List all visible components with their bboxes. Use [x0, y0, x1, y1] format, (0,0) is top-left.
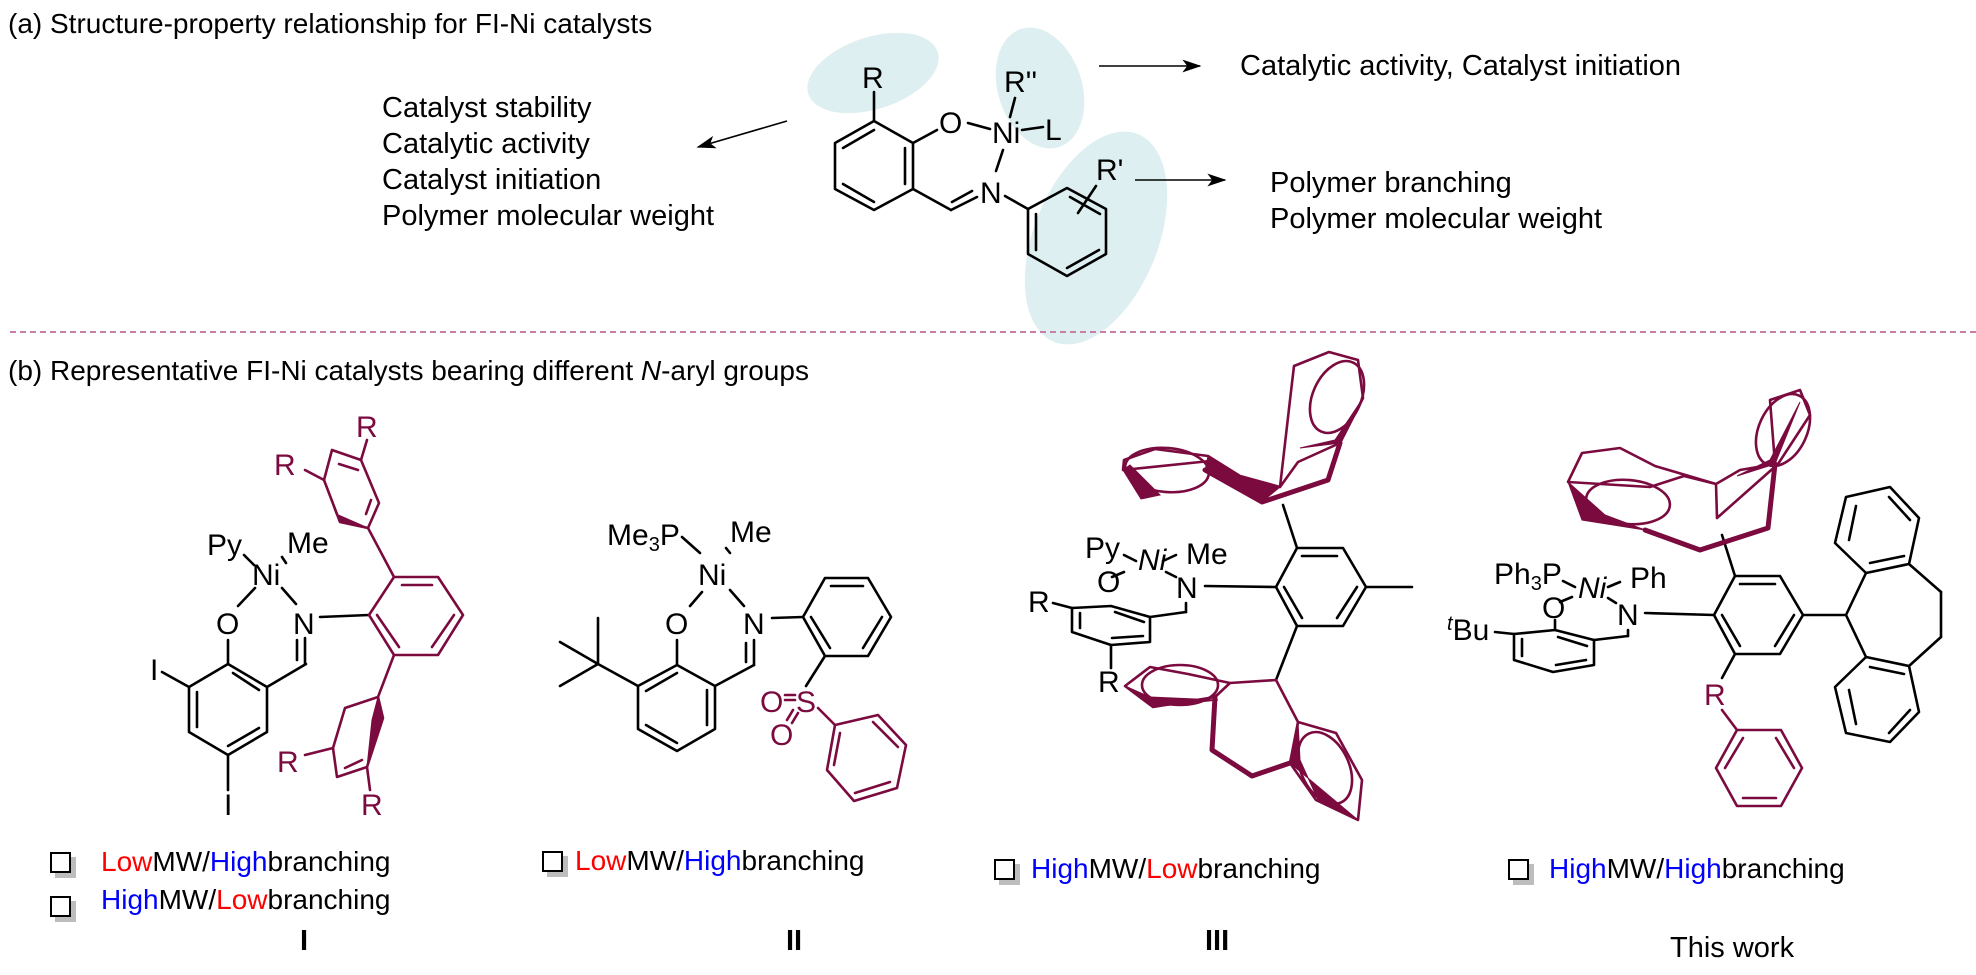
checkbox[interactable]: [994, 858, 1015, 880]
compound-I-property-2: High MW/Low branching: [50, 882, 390, 917]
generic-fi-ni-structure: R O Ni L R'' N R': [833, 62, 1123, 278]
property-branching-label: branching: [1721, 853, 1845, 884]
property-level-branching: High: [209, 846, 268, 877]
property-level-mw: High: [1031, 853, 1089, 884]
section-a-title: (a) Structure-property relationship for …: [8, 8, 653, 39]
atom-n: N: [1617, 599, 1639, 632]
compound-this-work-property-1: High MW/High branching: [1508, 853, 1845, 885]
compound-I-property-1: Low MW/High branching: [50, 846, 390, 878]
property-branching-label: branching: [1197, 853, 1321, 884]
section-b-title-italic: N: [640, 355, 662, 386]
section-b-title-prefix: (b) Representative FI-Ni catalysts beari…: [8, 355, 641, 386]
atom-ni: Ni: [1578, 572, 1608, 605]
atom-me: Me: [730, 516, 772, 549]
section-b-title-suffix: -aryl groups: [661, 355, 809, 386]
atom-n: N: [743, 608, 765, 641]
atom-o: O: [1097, 566, 1120, 599]
atom-s: S: [796, 686, 816, 719]
atom-ni: Ni: [992, 117, 1020, 150]
property-level-branching: Low: [216, 883, 268, 915]
property-branching-label: branching: [741, 845, 865, 876]
atom-n: N: [293, 608, 315, 641]
atom-me: Me: [1186, 538, 1228, 571]
atom-r: R: [1098, 666, 1120, 699]
highlight-ellipses: [807, 27, 1168, 345]
property-mw-label: MW/: [152, 846, 210, 877]
atom-ph3p: Ph3P: [1494, 558, 1562, 595]
left-effect-2: Catalytic activity: [382, 128, 590, 160]
atom-sulfonyl-o1: O: [760, 686, 783, 719]
atom-r-prime: R': [1096, 154, 1123, 187]
atom-r: R: [361, 789, 383, 822]
property-mw-label: MW/: [1088, 853, 1147, 884]
property-level-mw: Low: [101, 846, 153, 877]
atom-r: R: [274, 449, 296, 482]
left-effect-4: Polymer molecular weight: [382, 200, 715, 232]
property-level-mw: Low: [575, 845, 627, 876]
atom-r: R: [356, 411, 378, 444]
compound-label-II: II: [786, 925, 803, 957]
atom-r: R: [862, 62, 884, 95]
atom-tbu: tBu: [1447, 613, 1489, 647]
highlight-r-group: [807, 32, 939, 114]
compound-this-work-structure: Ph3P Ni Ph O N tBu R: [1447, 388, 1943, 808]
bottom-right-effect-2: Polymer molecular weight: [1270, 203, 1603, 235]
compound-III-property-1: High MW/Low branching: [994, 853, 1320, 885]
atom-me: Me: [287, 527, 329, 560]
atom-r-double-prime: R'': [1004, 66, 1037, 99]
atom-me3p: Me3P: [607, 519, 680, 556]
highlight-n-aryl: [1024, 131, 1168, 345]
highlight-ni-ligands: [995, 27, 1085, 149]
left-effect-3: Catalyst initiation: [382, 164, 602, 196]
property-branching-label: branching: [267, 846, 391, 877]
checkbox[interactable]: [1508, 858, 1529, 880]
property-level-mw: High: [1549, 853, 1607, 884]
compound-label-III: III: [1205, 925, 1230, 957]
atom-iodine-1: I: [150, 654, 158, 687]
atom-r: R: [277, 746, 299, 779]
checkbox[interactable]: [50, 851, 71, 873]
compound-label-I: I: [300, 925, 309, 957]
checkbox[interactable]: [542, 850, 563, 872]
property-branching-label: branching: [267, 883, 391, 915]
atom-py: Py: [1085, 532, 1120, 565]
bottom-right-effect-1: Polymer branching: [1270, 167, 1512, 199]
atom-o: O: [939, 107, 962, 140]
top-right-effects: Catalytic activity, Catalyst initiation: [1240, 50, 1682, 82]
property-mw-label: MW/: [626, 845, 684, 876]
checkbox[interactable]: [50, 896, 71, 917]
compound-II-property-1: Low MW/High branching: [542, 845, 864, 877]
arrow-left: [696, 120, 788, 149]
left-effect-1: Catalyst stability: [382, 92, 592, 124]
atom-ni: Ni: [252, 559, 280, 592]
atom-ph: Ph: [1630, 562, 1667, 595]
atom-sulfonyl-o2: O: [770, 719, 793, 752]
atom-n: N: [980, 177, 1002, 210]
property-level-branching: High: [1664, 853, 1722, 884]
atom-o: O: [1542, 592, 1565, 625]
compound-I-structure: Py Me Ni O N I I R R R R: [150, 411, 465, 822]
atom-o: O: [216, 608, 239, 641]
atom-iodine-2: I: [224, 789, 232, 822]
atom-py: Py: [207, 529, 242, 562]
atom-o: O: [665, 608, 688, 641]
property-mw-label: MW/: [1606, 853, 1665, 884]
atom-n: N: [1176, 572, 1198, 605]
property-level-branching: High: [683, 845, 742, 876]
atom-ni: Ni: [1138, 544, 1168, 577]
section-b-title: (b) Representative FI-Ni catalysts beari…: [8, 357, 809, 385]
property-level-branching: Low: [1146, 853, 1198, 884]
property-level-mw: High: [101, 883, 159, 915]
compound-label-this-work: This work: [1670, 932, 1795, 964]
atom-r: R: [1704, 679, 1726, 712]
atom-l: L: [1045, 114, 1062, 147]
atom-r: R: [1028, 586, 1050, 619]
atom-ni: Ni: [698, 559, 726, 592]
compound-III-structure: Py Ni Me O N R R: [1028, 350, 1414, 822]
property-mw-label: MW/: [158, 883, 217, 915]
compound-II-structure: Me3P Me Ni O N S O O: [558, 516, 908, 803]
section-divider: [10, 331, 1976, 333]
